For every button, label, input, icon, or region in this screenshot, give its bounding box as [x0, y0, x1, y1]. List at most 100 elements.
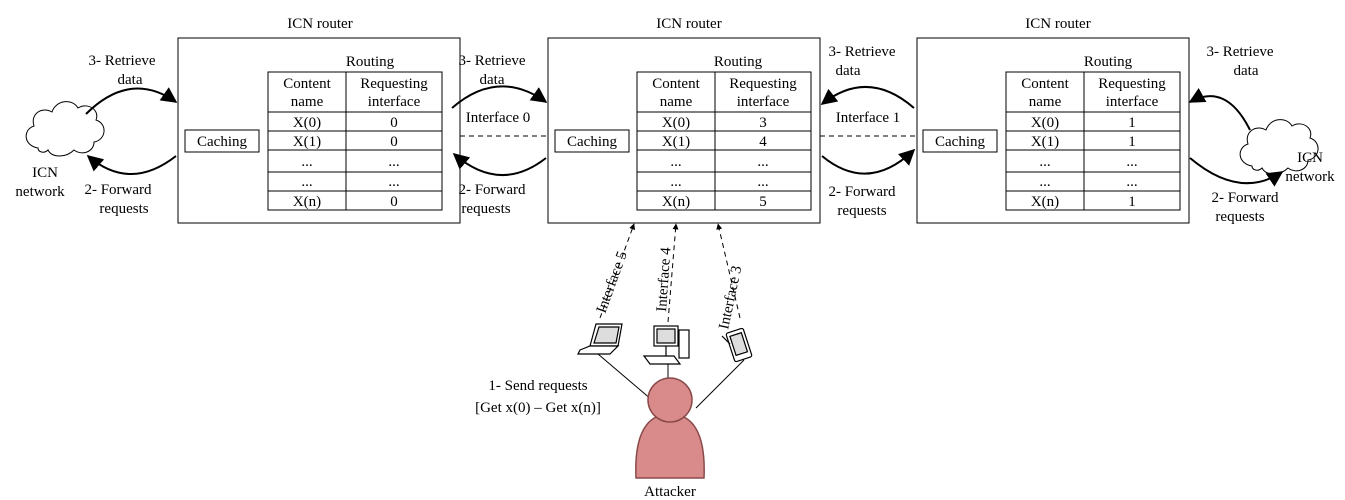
send-requests-label: 1- Send requests: [488, 378, 587, 394]
router-box: [916, 37, 1190, 224]
forward-label-mid-left-1: 2- Forward: [458, 182, 526, 198]
routing-label: Routing: [714, 54, 763, 70]
get-range-label: [Get x(0) – Get x(n)]: [475, 400, 601, 416]
retrieve-label-mid-left-2: data: [480, 72, 505, 88]
table-cell: 0: [390, 194, 398, 210]
retrieve-label-mid-left-1: 3- Retrieve: [458, 53, 525, 69]
col-header-interface: interface: [737, 94, 790, 110]
router-box: [547, 37, 821, 224]
table-cell: 1: [1128, 115, 1136, 131]
attacker-icon: [635, 377, 705, 479]
col-header-interface: interface: [1106, 94, 1159, 110]
table-cell: 1: [1128, 134, 1136, 150]
caching-box: [922, 129, 998, 153]
router-title: ICN router: [287, 16, 352, 32]
routing-label: Routing: [1084, 54, 1133, 70]
col-header-name: name: [291, 94, 324, 110]
forward-arrow-mid-right: [821, 148, 916, 175]
interface4-label: Interface 4: [654, 246, 674, 312]
network-label-left-line2: network: [15, 184, 65, 200]
interface3-link: [716, 223, 741, 319]
caching-box: [184, 129, 260, 153]
forward-arrow-left: [86, 154, 177, 175]
table-cell: ...: [1126, 174, 1137, 190]
attacker-to-tablet: [695, 359, 745, 409]
network-label-right-line1: ICN: [1297, 150, 1323, 166]
retrieve-arrow-left: [85, 87, 178, 115]
forward-arrow-right: [1189, 157, 1284, 187]
retrieve-arrow-mid-left: [451, 85, 548, 109]
router-middle: ICN router Routing Caching Content name …: [547, 16, 821, 224]
forward-arrow-mid-left: [452, 152, 547, 177]
table-cell: X(1): [662, 134, 690, 150]
caching-label: Caching: [935, 134, 985, 150]
col-header-requesting: Requesting: [1098, 76, 1166, 92]
col-header-name: name: [1029, 94, 1062, 110]
col-header-name: name: [660, 94, 693, 110]
table-cell: 1: [1128, 194, 1136, 210]
table-cell: X(n): [293, 194, 321, 210]
table-cell: ...: [1039, 174, 1050, 190]
caching-label: Caching: [567, 134, 617, 150]
col-header-content: Content: [652, 76, 700, 92]
interface1-label: Interface 1: [836, 110, 901, 126]
retrieve-label-right-1: 3- Retrieve: [1206, 44, 1273, 60]
table-cell: 5: [759, 194, 767, 210]
retrieve-label-mid-right-2: data: [836, 63, 861, 79]
retrieve-label-left-1: 3- Retrieve: [88, 53, 155, 69]
forward-label-mid-right-2: requests: [837, 203, 886, 219]
forward-label-mid-right-1: 2- Forward: [828, 184, 896, 200]
retrieve-arrow-right: [1188, 88, 1251, 131]
retrieve-label-left-2: data: [118, 72, 143, 88]
table-cell: ...: [301, 174, 312, 190]
table-cell: ...: [1039, 154, 1050, 170]
table-cell: X(n): [662, 194, 690, 210]
cloud-icon-left: [25, 101, 105, 157]
col-header-content: Content: [283, 76, 331, 92]
table-cell: X(0): [1031, 115, 1059, 131]
table-cell: ...: [670, 174, 681, 190]
table-cell: 4: [759, 134, 767, 150]
forward-label-mid-left-2: requests: [461, 201, 510, 217]
attacker-to-laptop: [597, 353, 653, 401]
interface0-label: Interface 0: [466, 110, 531, 126]
caching-label: Caching: [197, 134, 247, 150]
routing-table: [636, 71, 812, 211]
interface4-link: [667, 223, 679, 323]
forward-label-left-1: 2- Forward: [84, 182, 152, 198]
table-cell: ...: [388, 174, 399, 190]
routing-table: [267, 71, 443, 211]
router-title: ICN router: [656, 16, 721, 32]
router-title: ICN router: [1025, 16, 1090, 32]
caching-box: [554, 129, 630, 153]
table-cell: ...: [757, 154, 768, 170]
network-label-right-line2: network: [1285, 169, 1335, 185]
attacker-label: Attacker: [644, 484, 696, 500]
table-cell: 0: [390, 115, 398, 131]
router-box: [177, 37, 461, 224]
router-left: ICN router Routing Caching Content name …: [177, 16, 461, 224]
desktop-computer-icon: [642, 325, 690, 365]
table-cell: ...: [1126, 154, 1137, 170]
table-cell: 3: [759, 115, 767, 131]
col-header-interface: interface: [368, 94, 421, 110]
retrieve-arrow-mid-right: [820, 85, 915, 109]
table-cell: X(1): [1031, 134, 1059, 150]
router-right: ICN router Routing Caching Content name …: [916, 16, 1190, 224]
table-cell: ...: [301, 154, 312, 170]
forward-label-left-2: requests: [99, 201, 148, 217]
interface5-link: [599, 223, 635, 319]
col-header-requesting: Requesting: [360, 76, 428, 92]
col-header-requesting: Requesting: [729, 76, 797, 92]
routing-label: Routing: [346, 54, 395, 70]
table-cell: 0: [390, 134, 398, 150]
interface3-label: Interface 3: [716, 264, 745, 330]
table-cell: X(n): [1031, 194, 1059, 210]
routing-table: [1005, 71, 1181, 211]
retrieve-label-right-2: data: [1234, 63, 1259, 79]
table-cell: X(0): [662, 115, 690, 131]
laptop-icon: [577, 323, 623, 355]
tablet-icon: [721, 327, 753, 363]
